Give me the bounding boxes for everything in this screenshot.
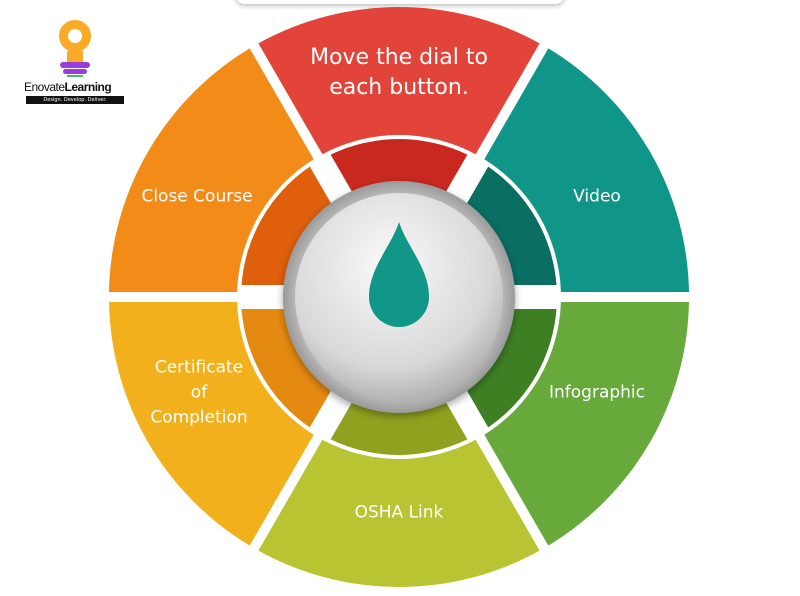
instruction-button[interactable]: Move the dial to each button. bbox=[310, 43, 488, 103]
close-course-button[interactable]: Close Course bbox=[141, 186, 253, 207]
logo-tagline: Design. Develop. Deliver. bbox=[26, 96, 124, 104]
lightbulb-base bbox=[67, 75, 83, 77]
instruction-line: each button. bbox=[329, 75, 469, 100]
segment-close-course[interactable] bbox=[109, 48, 314, 293]
lightbulb-base bbox=[63, 69, 87, 74]
inner-ring-infographic bbox=[465, 309, 557, 428]
top-panel-edge bbox=[235, 0, 565, 4]
segment-certificate[interactable] bbox=[109, 302, 314, 546]
segment-osha[interactable] bbox=[258, 439, 540, 587]
inner-ring-instruction bbox=[330, 139, 468, 195]
logo-name: EnovateLearning bbox=[24, 80, 112, 94]
certificate-line: of bbox=[190, 382, 208, 403]
certificate-button[interactable]: Certificate of Completion bbox=[150, 356, 247, 431]
inner-ring-close-course bbox=[241, 166, 333, 285]
certificate-line: Completion bbox=[150, 407, 248, 428]
segment-video[interactable] bbox=[484, 48, 689, 293]
segment-instruction[interactable] bbox=[258, 7, 540, 155]
video-button[interactable]: Video bbox=[573, 186, 621, 207]
osha-link-button[interactable]: OSHA Link bbox=[354, 502, 444, 523]
enovate-learning-logo: EnovateLearning Design. Develop. Deliver… bbox=[24, 14, 128, 110]
lightbulb-stem bbox=[67, 51, 83, 63]
inner-ring-osha bbox=[330, 399, 468, 455]
inner-ring-video bbox=[465, 166, 557, 285]
segment-infographic[interactable] bbox=[484, 302, 689, 546]
inner-ring-certificate bbox=[241, 309, 333, 428]
lightbulb-base bbox=[60, 62, 90, 68]
droplet-pointer-icon[interactable] bbox=[369, 222, 429, 327]
lightbulb-icon bbox=[59, 20, 91, 52]
infographic-button[interactable]: Infographic bbox=[548, 382, 646, 403]
instruction-line: Move the dial to bbox=[310, 45, 488, 70]
certificate-line: Certificate bbox=[154, 357, 244, 378]
